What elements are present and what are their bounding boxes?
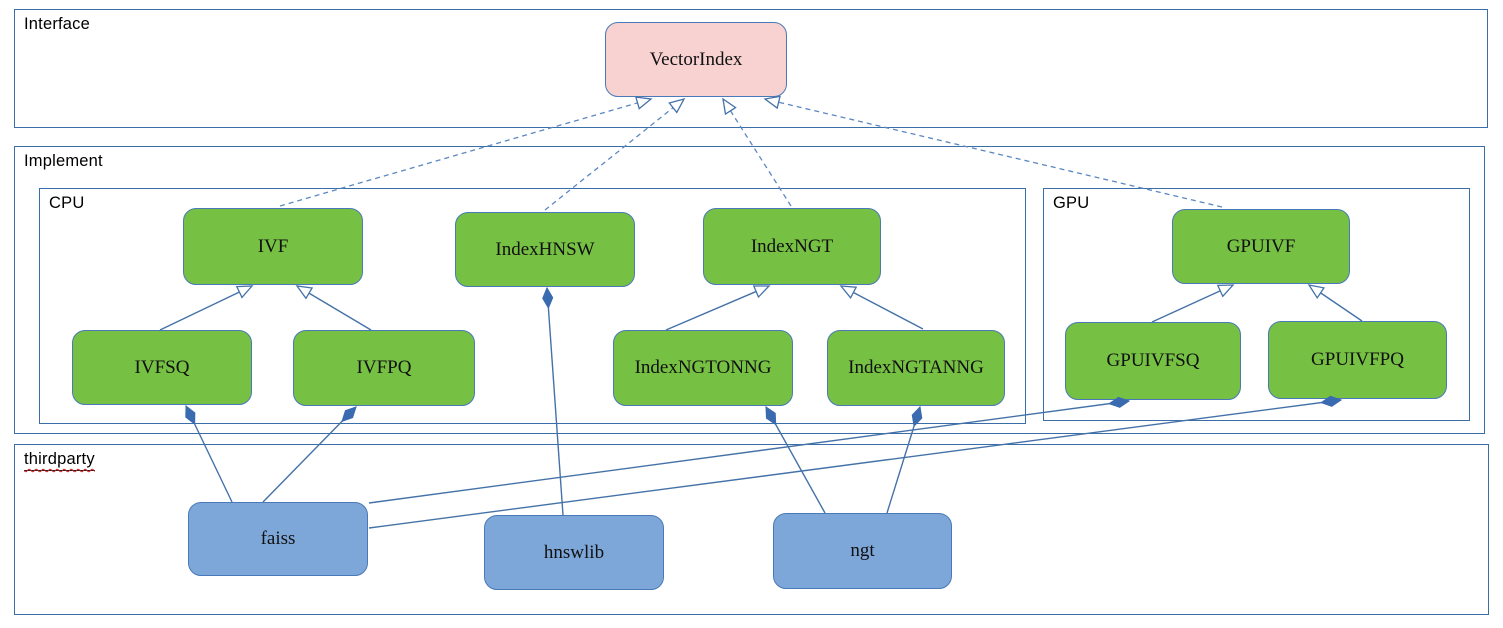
edge-realization-gpuivf-vectorindex[interactable] — [763, 95, 1223, 208]
edge-realization-ivf-vectorindex[interactable] — [279, 96, 653, 207]
node-indexngtanng-label: IndexNGTANNG — [848, 357, 984, 378]
edge-composition-faiss-gpuivfsq[interactable] — [368, 401, 1129, 504]
edge-generalization-indexngtonng-indexngt[interactable] — [665, 285, 771, 331]
node-ivfpq-label: IVFPQ — [356, 357, 412, 378]
container-thirdparty-label: thirdparty — [24, 450, 95, 471]
node-indexngtanng[interactable]: IndexNGTANNG — [827, 330, 1005, 406]
edge-composition-faiss-gpuivfpq[interactable] — [368, 400, 1341, 529]
container-implement-label: Implement — [24, 152, 103, 170]
node-gpuivfpq[interactable]: GPUIVFPQ — [1268, 321, 1447, 399]
node-vectorindex-label: VectorIndex — [649, 48, 743, 70]
node-gpuivfpq-label: GPUIVFPQ — [1311, 349, 1404, 370]
edge-composition-ngt-indexngtonng[interactable] — [765, 407, 826, 514]
node-ivf[interactable]: IVF — [183, 208, 363, 285]
edge-generalization-gpuivfsq-gpuivf[interactable] — [1151, 284, 1235, 323]
container-gpu[interactable]: GPU — [1043, 188, 1470, 421]
node-indexngt[interactable]: IndexNGT — [703, 208, 881, 285]
edge-generalization-ivfpq-ivf[interactable] — [295, 285, 372, 331]
node-ivfsq[interactable]: IVFSQ — [72, 330, 252, 405]
node-ivfsq-label: IVFSQ — [134, 356, 190, 378]
container-thirdparty-label-text: thirdparty — [24, 450, 95, 468]
node-indexngt-label: IndexNGT — [750, 235, 834, 257]
container-thirdparty[interactable]: thirdparty — [14, 444, 1489, 615]
edge-generalization-ivfsq-ivf[interactable] — [159, 285, 254, 331]
node-ngt-label: ngt — [850, 540, 875, 561]
node-faiss-label: faiss — [260, 528, 296, 549]
edge-composition-faiss-ivfpq[interactable] — [262, 407, 356, 503]
node-gpuivfsq[interactable]: GPUIVFSQ — [1065, 322, 1241, 400]
node-indexhnsw[interactable]: IndexHNSW — [455, 212, 635, 287]
container-interface[interactable]: Interface — [14, 9, 1488, 128]
edge-generalization-gpuivfpq-gpuivf[interactable] — [1307, 284, 1363, 322]
edge-composition-hnswlib-indexhnsw[interactable] — [547, 288, 564, 516]
node-indexhnsw-label: IndexHNSW — [495, 238, 595, 260]
node-ivfpq[interactable]: IVFPQ — [293, 330, 475, 406]
node-indexngtonng-label: IndexNGTONNG — [634, 357, 772, 378]
container-implement[interactable]: Implement — [14, 146, 1485, 434]
container-gpu-label: GPU — [1053, 194, 1090, 212]
node-faiss[interactable]: faiss — [188, 502, 368, 576]
node-ivf-label: IVF — [257, 235, 289, 257]
edge-composition-ngt-indexngtanng[interactable] — [886, 407, 920, 514]
node-hnswlib-label: hnswlib — [543, 541, 605, 563]
node-ngt[interactable]: ngt — [773, 513, 952, 589]
node-gpuivfsq-label: GPUIVFSQ — [1106, 350, 1200, 371]
node-indexngtonng[interactable]: IndexNGTONNG — [613, 330, 793, 406]
container-interface-label: Interface — [24, 15, 91, 33]
node-hnswlib[interactable]: hnswlib — [484, 515, 664, 590]
node-gpuivf-label: GPUIVF — [1226, 235, 1296, 257]
edge-generalization-indexngtanng-indexngt[interactable] — [839, 285, 924, 330]
node-vectorindex[interactable]: VectorIndex — [605, 22, 787, 97]
edge-realization-indexngt-vectorindex[interactable] — [722, 97, 792, 207]
edge-composition-faiss-ivfsq[interactable] — [186, 406, 233, 503]
edge-realization-indexhnsw-vectorindex[interactable] — [544, 97, 686, 211]
node-gpuivf[interactable]: GPUIVF — [1172, 209, 1350, 284]
container-cpu-label: CPU — [49, 194, 85, 212]
container-cpu[interactable]: CPU — [39, 188, 1026, 424]
